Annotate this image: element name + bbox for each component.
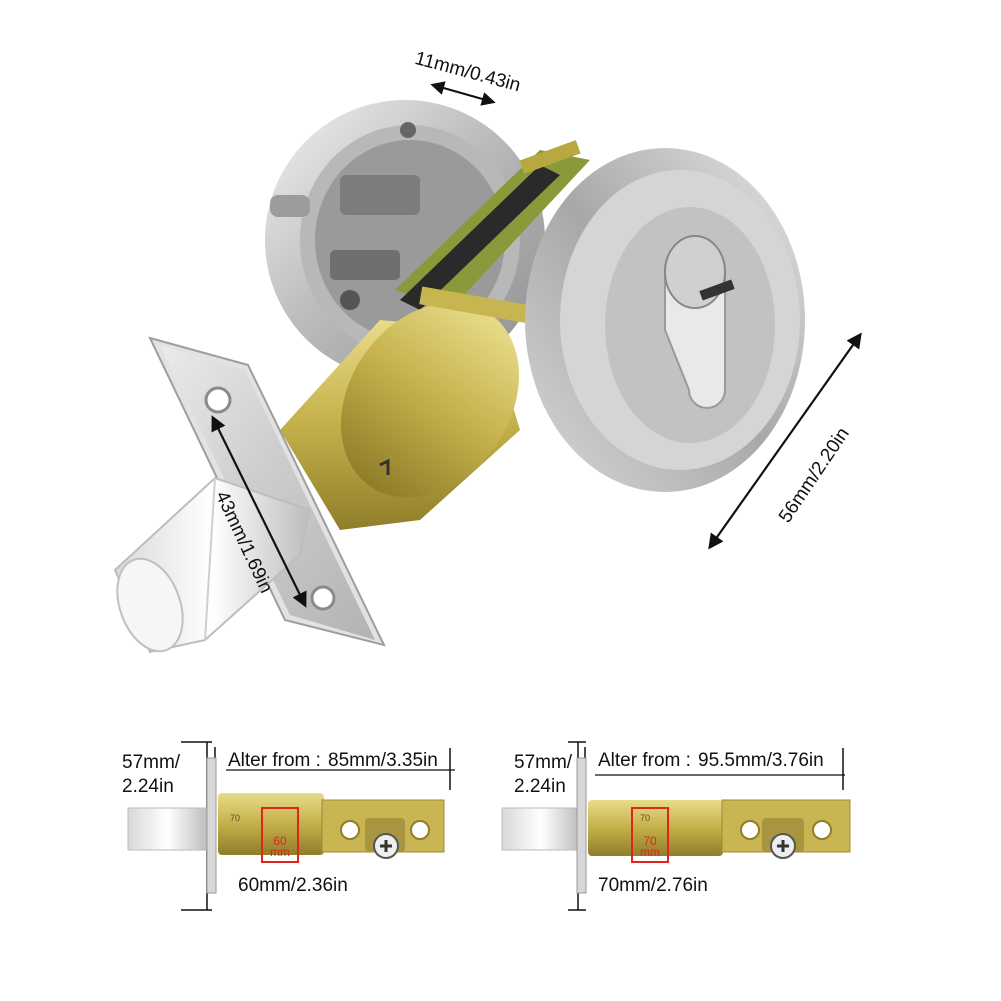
- latch-diagram-left: [127, 741, 455, 911]
- latch-left-backset: 60mm/2.36in: [238, 875, 348, 896]
- width-arrow: [430, 81, 496, 106]
- front-rose: [525, 148, 805, 492]
- latch-right-height-line2: 2.24in: [514, 776, 566, 797]
- diameter-arrow: [708, 332, 862, 550]
- latch-cylinder: [280, 286, 531, 530]
- latch-right-backset: 70mm/2.76in: [598, 875, 708, 896]
- tailpiece: [395, 140, 590, 310]
- latch-left-height-line1: 57mm/: [122, 752, 181, 773]
- latch-right-setting-bottom: mm: [640, 845, 660, 859]
- latch-left-setting-bottom: mm: [270, 845, 290, 859]
- latch-left-alter-label: Alter from :: [228, 750, 321, 771]
- latch-left-height-line2: 2.24in: [122, 776, 174, 797]
- latch-left-scale-marks: 70: [230, 813, 241, 823]
- latch-left-setting: 60 mm: [262, 834, 298, 859]
- latch-left-alter-value: 85mm/3.35in: [328, 750, 438, 771]
- latch-right-setting-top: 70: [643, 834, 657, 848]
- latch-diagram-right: [501, 741, 851, 911]
- faceplate-arrow: [211, 415, 307, 608]
- latch-left-setting-top: 60: [273, 834, 287, 848]
- latch-right-setting: 70 mm: [632, 834, 668, 859]
- bolt: [113, 476, 312, 654]
- latch-right-height-line1: 57mm/: [514, 752, 573, 773]
- latch-right-scale-marks: 70: [640, 813, 651, 823]
- latch-right-alter-value: 95.5mm/3.76in: [698, 750, 824, 771]
- latch-right-alter-label: Alter from :: [598, 750, 691, 771]
